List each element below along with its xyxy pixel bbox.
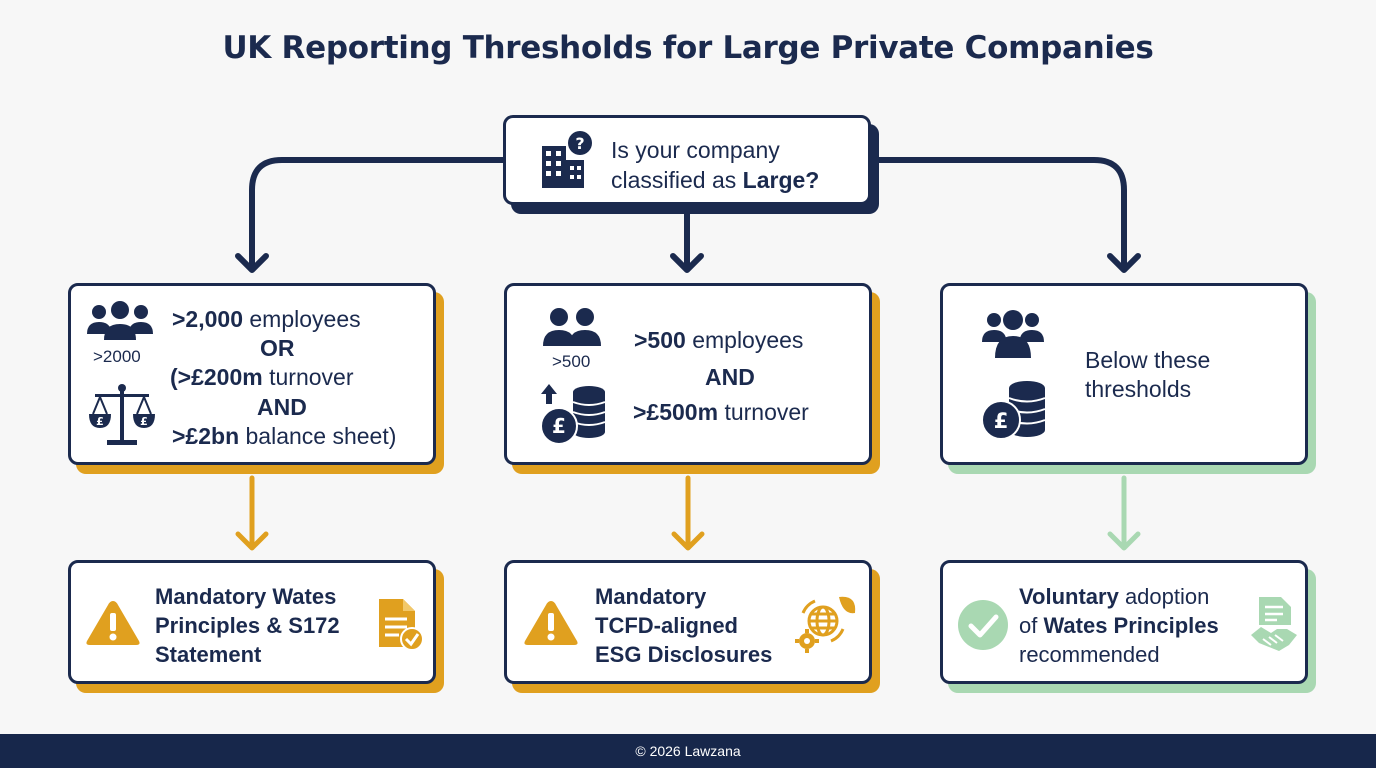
criteria-line: >500 employees bbox=[634, 327, 804, 353]
arrowhead-outcome-2 bbox=[671, 531, 705, 551]
criteria-line: thresholds bbox=[1085, 376, 1192, 402]
svg-text:£: £ bbox=[96, 415, 104, 428]
arrowhead-outcome-1 bbox=[235, 531, 269, 551]
connector-right bbox=[871, 157, 1127, 271]
criteria-line: OR bbox=[260, 335, 295, 361]
connector-lines bbox=[235, 157, 1141, 551]
question-box: ? Is your company classified as Large? bbox=[503, 115, 871, 205]
arrowhead-right bbox=[1107, 253, 1141, 273]
warning-icon bbox=[86, 601, 140, 645]
arrowhead-left bbox=[235, 253, 269, 273]
svg-text:£: £ bbox=[552, 414, 566, 438]
page-title: UK Reporting Thresholds for Large Privat… bbox=[222, 30, 1154, 66]
people-icon bbox=[543, 308, 601, 346]
criteria-line: AND bbox=[257, 394, 307, 420]
arrowhead-middle bbox=[670, 253, 704, 273]
globe-leaf-gear-icon bbox=[795, 596, 856, 653]
coins-pound-icon: £ bbox=[981, 381, 1046, 440]
handshake-document-icon bbox=[1251, 597, 1297, 651]
outcome-text: Voluntary adoption of Wates Principles r… bbox=[1019, 584, 1219, 667]
criteria-line: >£2bn balance sheet) bbox=[172, 423, 397, 449]
question-text: Is your company classified as Large? bbox=[611, 135, 819, 195]
people-icon bbox=[87, 301, 153, 340]
criteria-line: >£500m turnover bbox=[633, 399, 809, 425]
people-icon bbox=[982, 310, 1044, 358]
criteria-box-large-500: >500 £ >500 employees AND >£500m turnove… bbox=[504, 283, 872, 465]
footer-copyright: © 2026 Lawzana bbox=[635, 743, 741, 759]
svg-text:£: £ bbox=[140, 415, 148, 428]
criteria-line: (>£200m turnover bbox=[170, 364, 354, 390]
connector-left bbox=[249, 157, 506, 271]
footer-bar: © 2026 Lawzana bbox=[0, 734, 1376, 768]
arrowhead-outcome-3 bbox=[1107, 531, 1141, 551]
outcome-text: Mandatory TCFD-aligned ESG Disclosures bbox=[595, 584, 773, 667]
building-question-icon: ? bbox=[542, 131, 592, 188]
outcome-box-voluntary: Voluntary adoption of Wates Principles r… bbox=[940, 560, 1308, 684]
criteria-box-below-threshold: £ Below these thresholds bbox=[940, 283, 1308, 465]
checkmark-circle-icon bbox=[958, 600, 1008, 650]
document-check-icon bbox=[379, 599, 424, 651]
outcome-box-wates-s172: Mandatory Wates Principles & S172 Statem… bbox=[68, 560, 436, 684]
outcome-text: Mandatory Wates Principles & S172 Statem… bbox=[155, 584, 340, 667]
employee-count-badge: >2000 bbox=[93, 347, 141, 366]
question-line-1: Is your company bbox=[611, 137, 780, 163]
svg-text:?: ? bbox=[575, 134, 584, 153]
svg-text:£: £ bbox=[994, 409, 1009, 433]
question-line-2: classified as Large? bbox=[611, 167, 820, 193]
scales-pound-icon: £ £ bbox=[89, 384, 155, 445]
criteria-line: Below these bbox=[1085, 347, 1211, 373]
warning-icon bbox=[524, 601, 578, 645]
criteria-line: AND bbox=[705, 364, 755, 390]
outcome-box-tcfd: Mandatory TCFD-aligned ESG Disclosures bbox=[504, 560, 872, 684]
criteria-line: >2,000 employees bbox=[172, 306, 361, 332]
employee-count-badge: >500 bbox=[552, 352, 591, 371]
criteria-box-large-2000: >2000 £ £ >2,000 employees OR (>£200m tu… bbox=[68, 283, 436, 465]
coins-arrow-icon: £ bbox=[540, 384, 606, 445]
